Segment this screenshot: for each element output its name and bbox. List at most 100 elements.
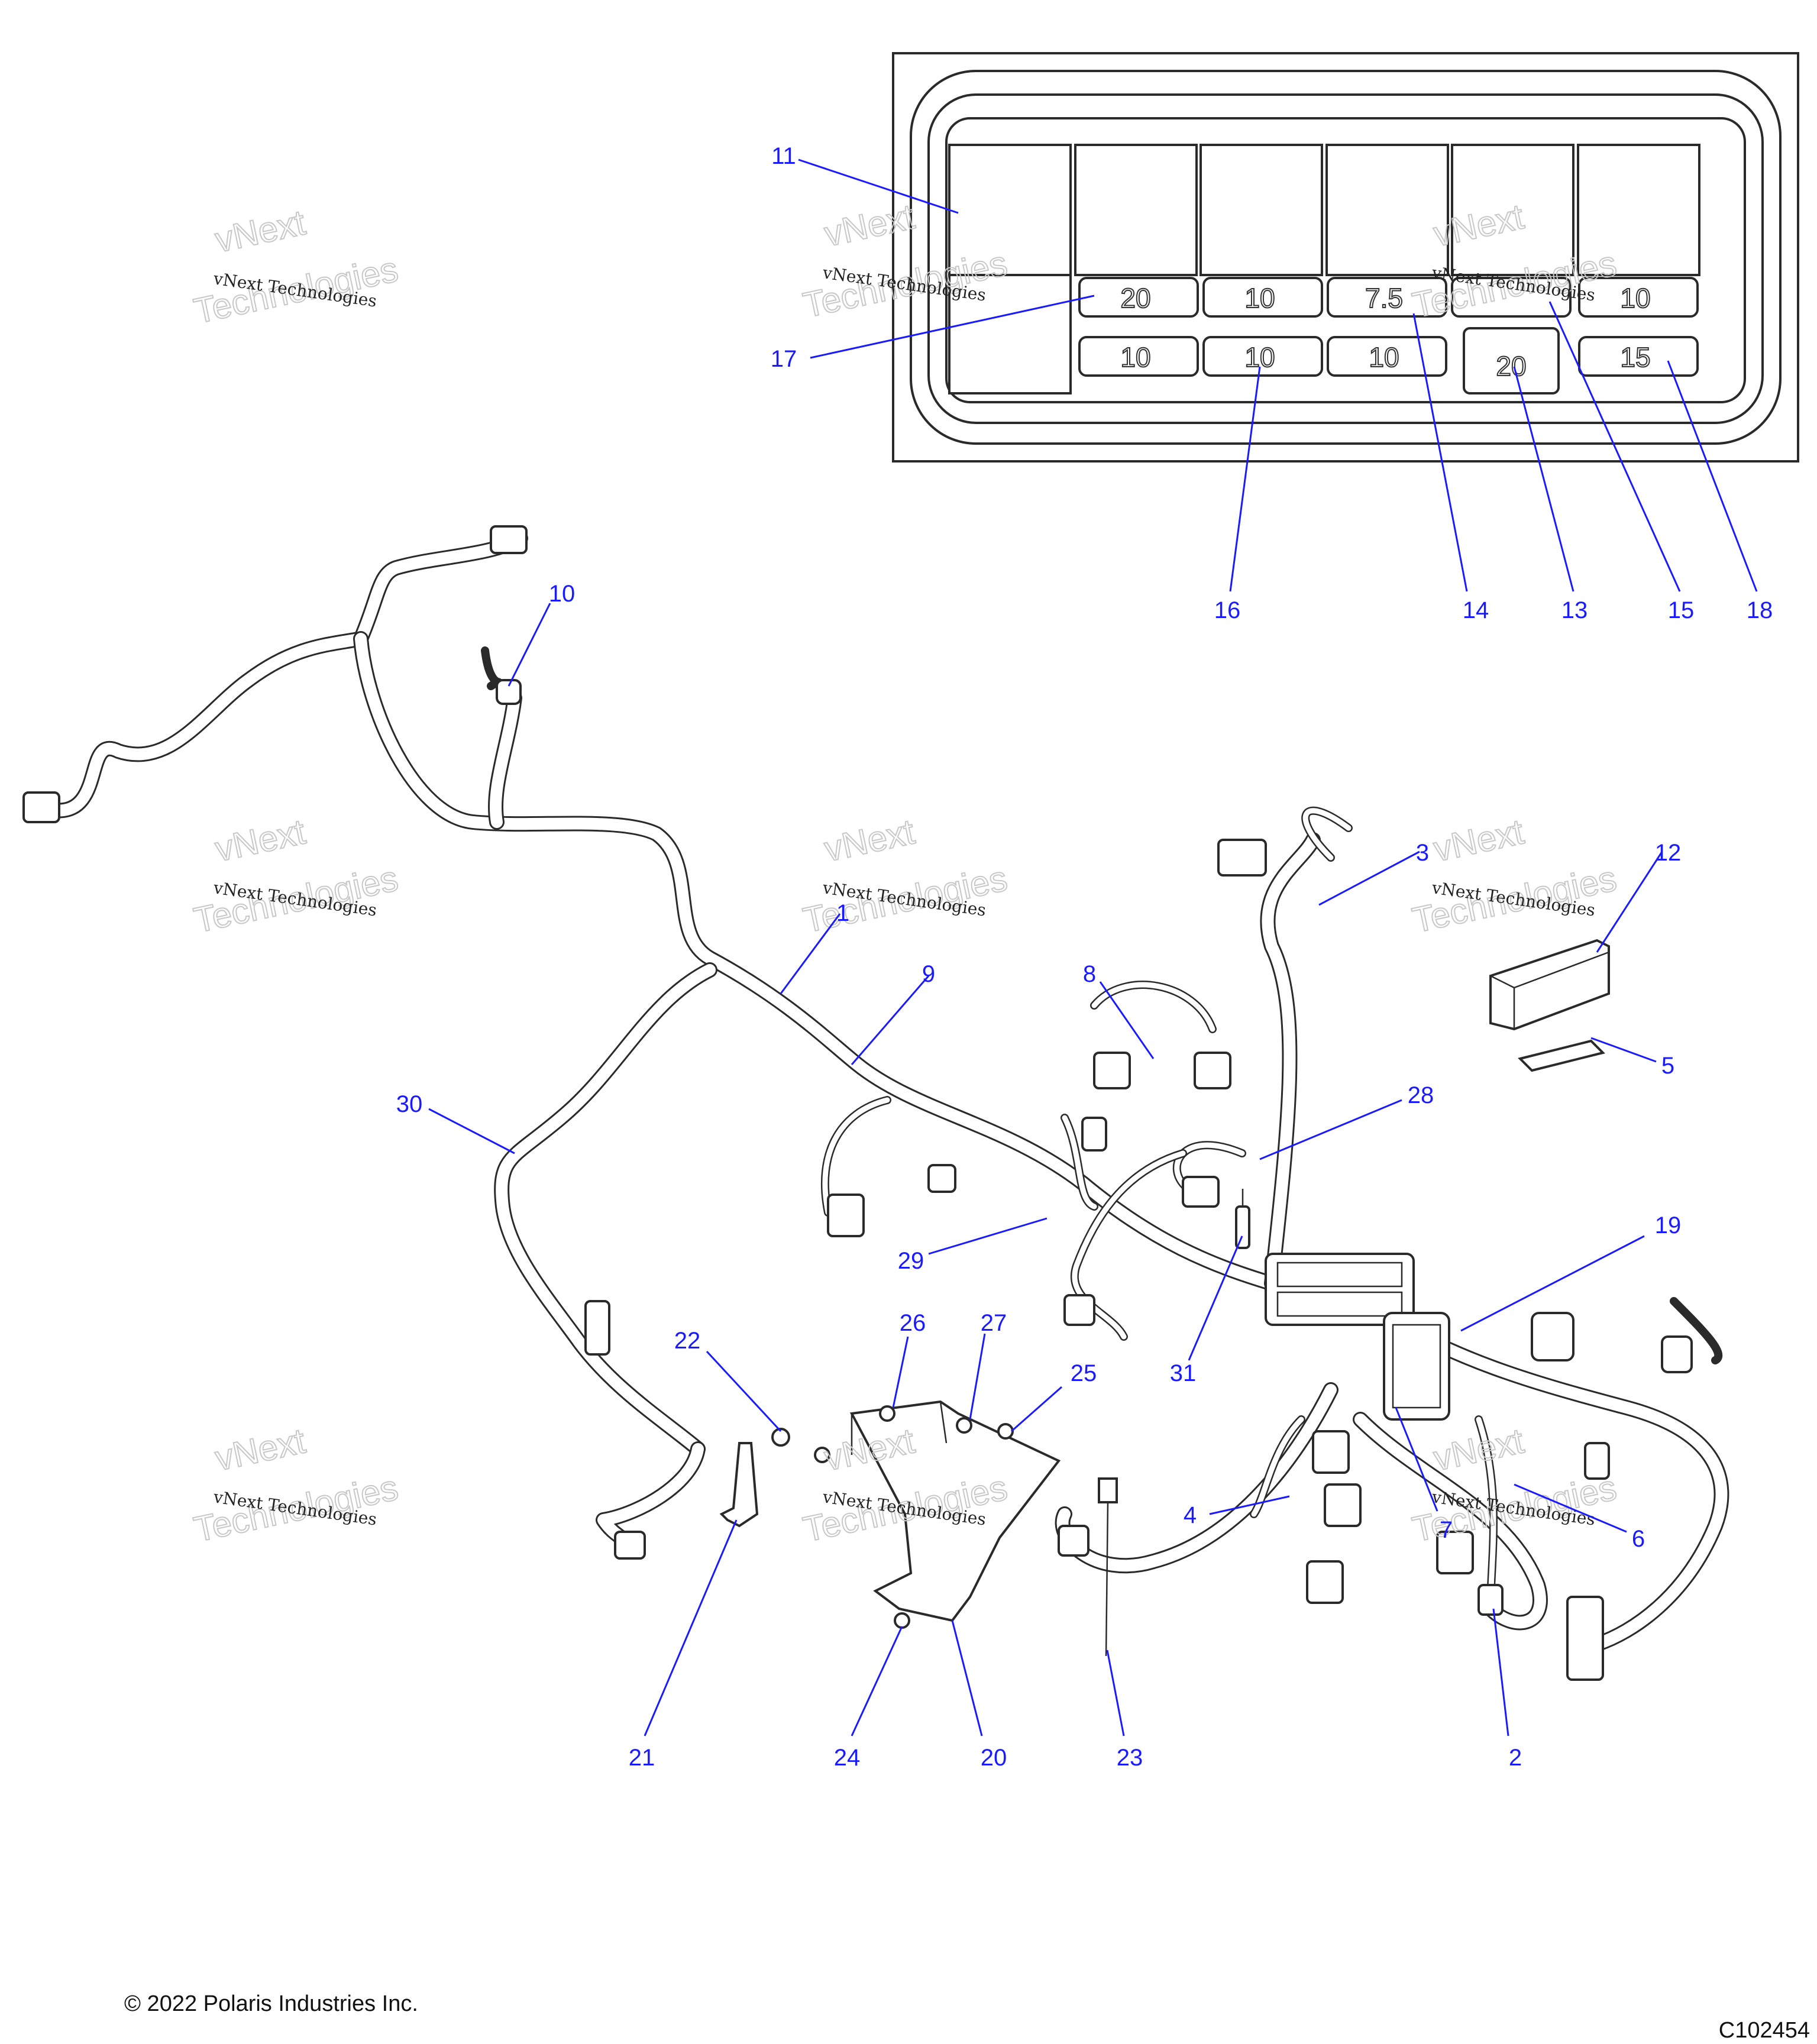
callout-16: 16 bbox=[1214, 597, 1241, 623]
leader-line-26 bbox=[892, 1336, 909, 1408]
callout-19: 19 bbox=[1655, 1212, 1682, 1238]
connector bbox=[1531, 1312, 1574, 1361]
callout-21: 21 bbox=[629, 1745, 655, 1771]
callout-22: 22 bbox=[674, 1328, 701, 1354]
connector bbox=[1306, 1560, 1344, 1604]
leader-line-18 bbox=[1667, 360, 1758, 592]
leader-line-31 bbox=[1188, 1236, 1243, 1361]
leader-line-22 bbox=[706, 1350, 782, 1432]
svg-text:vNext: vNext bbox=[212, 202, 309, 260]
leader-line-28 bbox=[1259, 1099, 1402, 1160]
connector bbox=[584, 1300, 610, 1356]
leader-line-27 bbox=[969, 1333, 986, 1420]
leader-line-4 bbox=[1209, 1495, 1290, 1515]
leader-line-16 bbox=[1229, 366, 1261, 592]
callout-30: 30 bbox=[396, 1091, 423, 1117]
callout-5: 5 bbox=[1661, 1053, 1674, 1079]
screw bbox=[771, 1428, 790, 1447]
connector bbox=[1093, 1052, 1131, 1089]
connector bbox=[490, 525, 528, 554]
leader-line-1 bbox=[780, 913, 841, 994]
callout-1: 1 bbox=[836, 900, 849, 926]
leader-line-13 bbox=[1513, 366, 1574, 592]
connector bbox=[22, 791, 60, 823]
watermark: vNext Technologies vNext Technologies bbox=[190, 202, 402, 332]
fuse-labels: 20 10 7.5 10 10 10 10 20 15 bbox=[1120, 282, 1651, 382]
callout-labels: 11 17 16 14 13 15 18 10 3 12 1 9 8 5 28 … bbox=[396, 143, 1773, 1771]
leader-line-19 bbox=[1460, 1235, 1645, 1332]
callout-28: 28 bbox=[1408, 1082, 1434, 1108]
leader-line-5 bbox=[1590, 1037, 1657, 1063]
watermark: vNext Technologies vNext Technologies bbox=[190, 811, 402, 941]
fuse-label: 10 bbox=[1120, 342, 1150, 373]
callout-29: 29 bbox=[898, 1248, 924, 1274]
callout-4: 4 bbox=[1184, 1502, 1197, 1528]
leader-line-12 bbox=[1596, 851, 1663, 953]
callout-31: 31 bbox=[1170, 1360, 1197, 1386]
callout-11: 11 bbox=[771, 143, 796, 169]
leader-line-25 bbox=[1011, 1386, 1062, 1432]
bracket-center bbox=[849, 1400, 1061, 1622]
connector bbox=[1566, 1596, 1604, 1681]
leader-line-10 bbox=[507, 603, 551, 687]
leader-line-8 bbox=[1099, 981, 1155, 1059]
leader-line-6 bbox=[1514, 1483, 1627, 1533]
cable-tie bbox=[1098, 1477, 1118, 1657]
ground-terminal bbox=[1235, 1189, 1250, 1249]
watermark: vNext Technologies vNext Technologies bbox=[799, 811, 1011, 941]
callout-17: 17 bbox=[771, 346, 797, 372]
callout-18: 18 bbox=[1747, 597, 1773, 623]
callout-20: 20 bbox=[981, 1745, 1007, 1771]
leader-line-15 bbox=[1548, 301, 1681, 592]
connector bbox=[1436, 1531, 1474, 1574]
callout-13: 13 bbox=[1561, 597, 1588, 623]
fuse-label: 10 bbox=[1620, 283, 1650, 313]
connector bbox=[1058, 1525, 1089, 1557]
connectors bbox=[22, 525, 1693, 1681]
callout-25: 25 bbox=[1071, 1360, 1097, 1386]
leader-line-3 bbox=[1318, 850, 1420, 906]
leader-line-9 bbox=[851, 975, 930, 1065]
screw bbox=[814, 1447, 830, 1463]
callout-9: 9 bbox=[922, 961, 935, 987]
svg-text:vNext: vNext bbox=[821, 811, 918, 869]
screw bbox=[879, 1405, 895, 1422]
callout-23: 23 bbox=[1117, 1745, 1143, 1771]
copyright-notice: © 2022 Polaris Industries Inc. bbox=[124, 1991, 418, 2016]
figure-id: C102454 bbox=[1719, 2018, 1810, 2043]
leader-line-7 bbox=[1395, 1407, 1438, 1512]
connector bbox=[496, 679, 522, 705]
svg-text:vNext: vNext bbox=[1430, 811, 1527, 869]
bolt bbox=[997, 1423, 1014, 1440]
callout-7: 7 bbox=[1440, 1517, 1453, 1543]
callout-15: 15 bbox=[1668, 597, 1695, 623]
fuse-label-plate bbox=[1518, 1039, 1605, 1072]
fuse-relay-module bbox=[1265, 1253, 1450, 1421]
watermark: vNext Technologies vNext Technologies bbox=[1408, 811, 1621, 941]
screw bbox=[956, 1417, 972, 1434]
control-module bbox=[1489, 939, 1610, 1031]
svg-text:vNext: vNext bbox=[212, 811, 309, 869]
svg-text:vNext: vNext bbox=[1430, 1421, 1527, 1478]
callout-3: 3 bbox=[1416, 840, 1429, 866]
watermark: vNext Technologies vNext Technologies bbox=[190, 1420, 402, 1550]
leader-line-14 bbox=[1412, 313, 1468, 592]
fuse-box: 20 10 7.5 10 10 10 10 20 15 bbox=[892, 52, 1799, 463]
connector bbox=[1584, 1442, 1610, 1480]
leader-line-11 bbox=[798, 159, 959, 214]
connector bbox=[1063, 1294, 1095, 1326]
fuse-label: 7.5 bbox=[1365, 283, 1403, 313]
callout-8: 8 bbox=[1083, 961, 1096, 987]
callout-2: 2 bbox=[1509, 1745, 1522, 1771]
bracket-left bbox=[719, 1442, 759, 1528]
callout-10: 10 bbox=[549, 581, 576, 607]
callout-14: 14 bbox=[1463, 597, 1489, 623]
connector bbox=[1661, 1335, 1693, 1373]
leader-line-23 bbox=[1106, 1650, 1125, 1736]
leader-line-2 bbox=[1492, 1608, 1509, 1736]
leader-line-30 bbox=[428, 1108, 515, 1154]
leader-line-17 bbox=[810, 295, 1095, 359]
connector bbox=[1217, 839, 1267, 877]
svg-text:vNext: vNext bbox=[212, 1421, 309, 1478]
